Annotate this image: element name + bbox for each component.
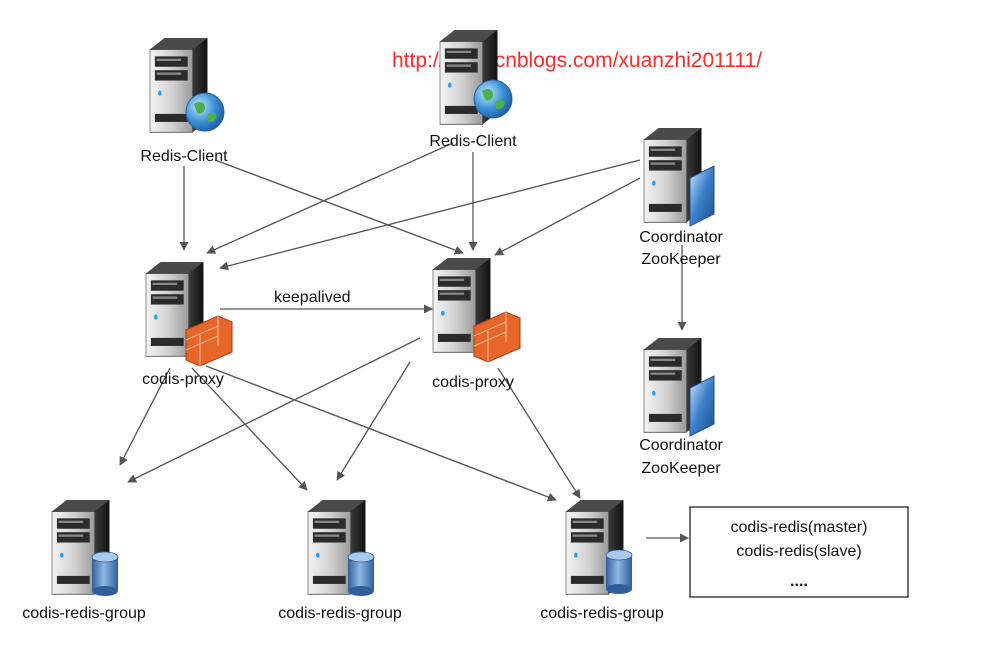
zookeeper-label-line1: Coordinator bbox=[639, 437, 723, 454]
group-detail-ellipsis: .... bbox=[790, 573, 808, 590]
codis-proxy-label: codis-proxy bbox=[142, 371, 224, 388]
globe-icon bbox=[473, 79, 513, 119]
codis-redis-group-label: codis-redis-group bbox=[22, 605, 146, 622]
monitor-icon bbox=[689, 165, 715, 227]
firewall-icon bbox=[473, 311, 521, 363]
codis-redis-group-label: codis-redis-group bbox=[278, 605, 402, 622]
zookeeper-label-line2: ZooKeeper bbox=[641, 251, 721, 268]
firewall-icon bbox=[185, 315, 233, 367]
edge-proxy1-group1 bbox=[119, 367, 171, 466]
codis-proxy-node-2: codis-proxy bbox=[432, 257, 521, 391]
edges bbox=[119, 142, 689, 543]
database-icon bbox=[605, 549, 633, 594]
redis-client-label: Redis-Client bbox=[140, 148, 228, 165]
edge-zk-proxy1 bbox=[219, 159, 641, 271]
edge-client2-proxy1 bbox=[206, 142, 454, 254]
edge-proxy2-group1 bbox=[127, 337, 421, 483]
zookeeper-node-1: Coordinator ZooKeeper bbox=[639, 127, 723, 268]
database-icon bbox=[91, 551, 119, 596]
edge-proxy2-group3 bbox=[497, 367, 581, 499]
redis-client-node-2: Redis-Client bbox=[429, 29, 517, 150]
codis-redis-group-node-3: codis-redis-group bbox=[540, 499, 664, 622]
group-detail-box: codis-redis(master) codis-redis(slave) .… bbox=[689, 506, 909, 598]
edge-zk-proxy2 bbox=[494, 177, 641, 256]
codis-redis-group-label: codis-redis-group bbox=[540, 605, 664, 622]
keepalived-label: keepalived bbox=[274, 289, 351, 306]
group-detail-frame bbox=[689, 506, 909, 598]
edge-client1-proxy2 bbox=[214, 159, 464, 255]
codis-redis-group-node-1: codis-redis-group bbox=[22, 499, 146, 622]
monitor-icon bbox=[689, 375, 715, 437]
redis-client-label: Redis-Client bbox=[429, 133, 517, 150]
edge-proxy2-group2 bbox=[336, 361, 411, 481]
edge-proxy1-group3 bbox=[205, 365, 557, 502]
database-icon bbox=[347, 551, 375, 596]
globe-icon bbox=[185, 92, 225, 132]
redis-client-node-1: Redis-Client bbox=[140, 37, 228, 165]
zookeeper-label-line1: Coordinator bbox=[639, 229, 723, 246]
codis-proxy-node-1: codis-proxy bbox=[142, 261, 233, 388]
codis-proxy-label: codis-proxy bbox=[432, 374, 514, 391]
group-detail-slave: codis-redis(slave) bbox=[736, 543, 861, 560]
zookeeper-node-2: Coordinator ZooKeeper bbox=[639, 337, 723, 477]
codis-redis-group-node-2: codis-redis-group bbox=[278, 499, 402, 622]
zookeeper-label-line2: ZooKeeper bbox=[641, 460, 721, 477]
group-detail-master: codis-redis(master) bbox=[731, 519, 868, 536]
edge-proxy1-group2 bbox=[191, 367, 308, 491]
